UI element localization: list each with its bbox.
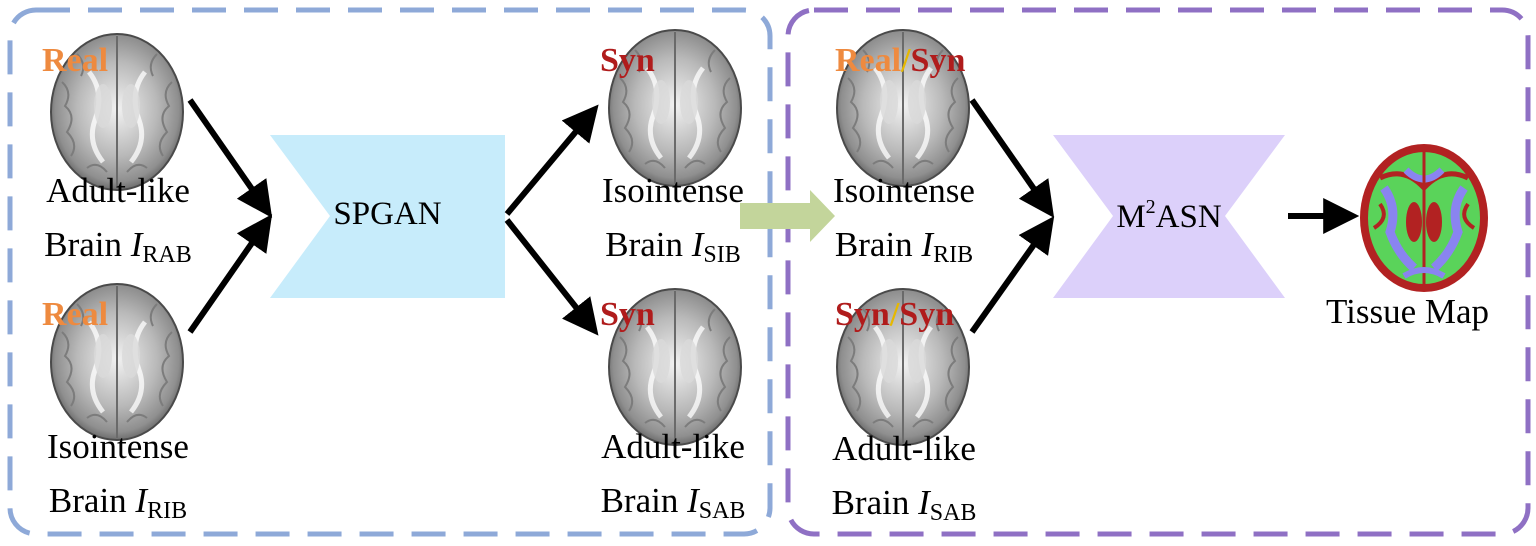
m2asn-label: M2ASN <box>1116 196 1222 235</box>
seg-adult-tag: Syn/Syn <box>835 296 955 333</box>
real-iso-tag: Real <box>42 296 109 333</box>
spgan-label: SPGAN <box>333 196 442 232</box>
tissue-map-label: Tissue Map <box>1326 292 1490 331</box>
arrow-seg-adult-to-m2asn <box>969 216 1055 334</box>
tissue-map-image <box>1360 144 1488 292</box>
syn-adult-caption: Adult-like Brain ISAB <box>600 427 746 524</box>
seg-iso-tag: Real/Syn <box>835 42 966 79</box>
seg-adult-caption: Adult-like Brain ISAB <box>831 429 977 526</box>
arrow-real-adult-to-spgan <box>187 98 273 218</box>
spgan-hourglass <box>270 135 505 298</box>
m2asn-hourglass <box>1053 135 1285 298</box>
syn-iso-tag: Syn <box>600 42 655 79</box>
real-adult-caption: Adult-like Brain IRAB <box>44 171 192 268</box>
real-adult-tag: Real <box>42 42 109 79</box>
right-stage-frame <box>785 7 1531 537</box>
left-stage-frame <box>7 7 773 537</box>
arrow-real-iso-to-spgan <box>187 214 273 334</box>
arrow-seg-iso-to-m2asn <box>969 98 1055 218</box>
syn-adult-tag: Syn <box>600 296 655 333</box>
syn-iso-caption: Isointense Brain ISIB <box>602 171 744 268</box>
transfer-arrow <box>740 190 835 242</box>
real-iso-caption: Isointense Brain IRIB <box>47 427 189 524</box>
arrow-spgan-to-syn-adult <box>504 218 599 336</box>
arrow-spgan-to-syn-iso <box>504 104 599 216</box>
seg-iso-caption: Isointense Brain IRIB <box>833 171 975 268</box>
